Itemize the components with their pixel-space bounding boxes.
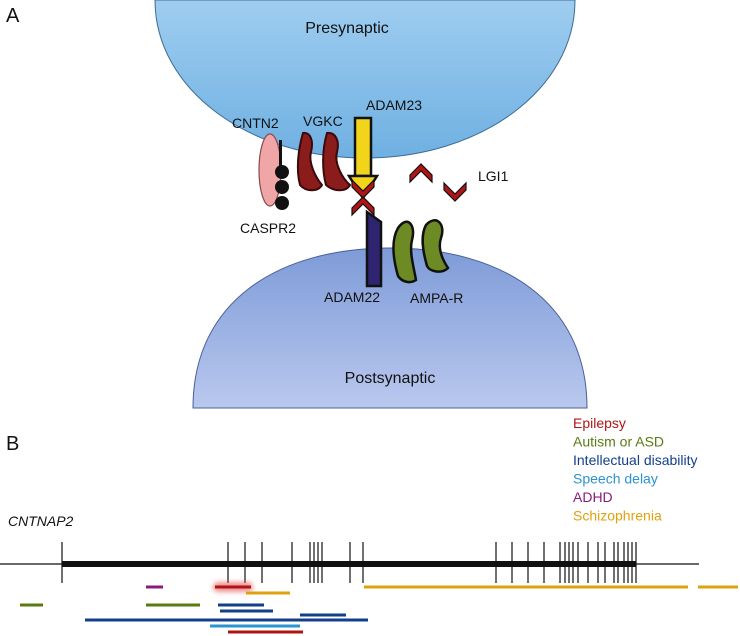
- panel-label-a: A: [6, 5, 20, 27]
- legend-item: Schizophrenia: [573, 508, 662, 524]
- presynaptic-label: Presynaptic: [305, 20, 389, 37]
- lgi1-shapes: [351, 163, 467, 217]
- panel-label-b: B: [6, 433, 19, 455]
- legend-item: Speech delay: [573, 471, 658, 487]
- ampar-label: AMPA-R: [410, 290, 463, 306]
- caspr2-label: CASPR2: [240, 220, 296, 236]
- caspr2-shape: [275, 140, 289, 210]
- adam22-shape: [365, 209, 383, 288]
- postsynaptic-terminal: [192, 247, 588, 409]
- deletion-bars: [20, 582, 738, 634]
- gene-body: [62, 561, 636, 567]
- vgkc-shape: [296, 131, 352, 192]
- legend-item: ADHD: [573, 489, 613, 505]
- postsynaptic-label: Postsynaptic: [345, 370, 436, 387]
- adam23-shape: [346, 116, 380, 201]
- legend-item: Epilepsy: [573, 415, 626, 431]
- adam22-label: ADAM22: [324, 289, 380, 305]
- gene-name-label: CNTNAP2: [8, 513, 74, 529]
- adam23-label: ADAM23: [366, 97, 422, 113]
- exon-markers: [61, 542, 637, 583]
- legend-item: Autism or ASD: [573, 434, 664, 450]
- ampar-shape: [392, 219, 450, 284]
- legend-item: Intellectual disability: [573, 452, 698, 468]
- lgi1-label: LGI1: [478, 168, 509, 184]
- vgkc-label: VGKC: [303, 113, 343, 129]
- cntn2-label: CNTN2: [232, 115, 279, 131]
